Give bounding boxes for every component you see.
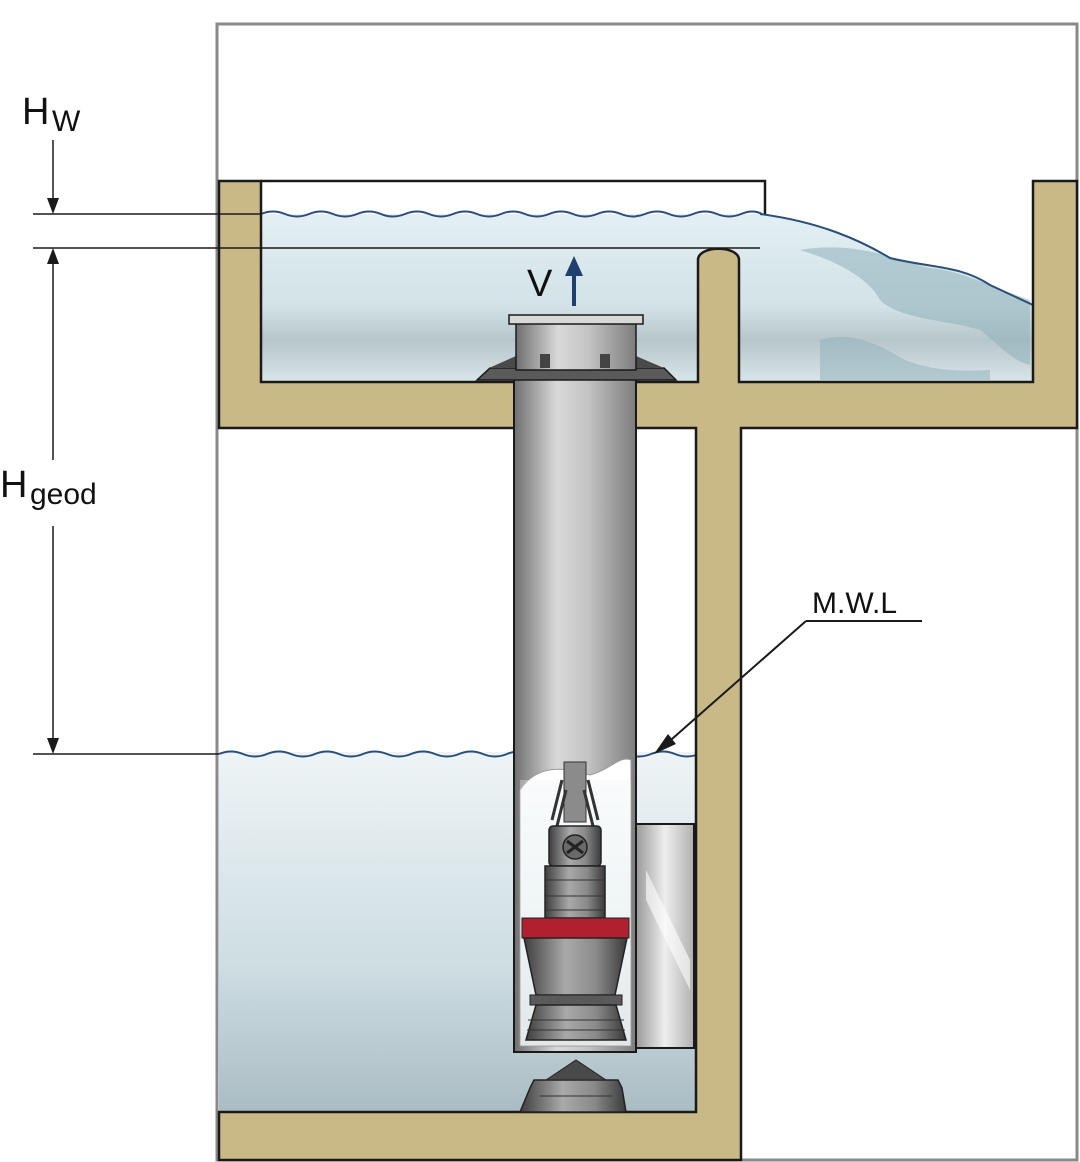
overflow-surface-line xyxy=(759,213,1034,306)
gusset-left xyxy=(489,356,516,368)
upper-water-surface xyxy=(260,210,763,218)
mwl-leader-line xyxy=(663,620,807,747)
gusset-right xyxy=(636,356,664,368)
concrete-structure xyxy=(217,179,1079,1162)
hw-arrow-head xyxy=(47,198,59,214)
upper-water-turbulence-2 xyxy=(820,336,990,380)
pump-red-band xyxy=(521,917,630,939)
inlet-box-reflection xyxy=(646,870,690,990)
upper-water-turbulence xyxy=(800,247,1030,365)
impeller-icon xyxy=(518,1059,627,1113)
hgeod-arrow-head-top xyxy=(47,248,59,264)
hgeod-arrow-head-bottom xyxy=(47,738,59,754)
up-arrow-icon xyxy=(565,256,583,306)
hgeod-label-sub: geod xyxy=(30,478,97,511)
flange-rib-1 xyxy=(540,354,550,368)
hw-label-sub: W xyxy=(52,105,81,138)
weir-plate-outline xyxy=(261,179,767,214)
flange-body xyxy=(515,321,637,371)
mwl-leader-arrow xyxy=(654,734,676,754)
mwl-label: M.W.L xyxy=(812,587,897,620)
hgeod-label-main: H xyxy=(0,464,27,506)
hw-label-main: H xyxy=(22,91,49,133)
flange-rib-2 xyxy=(600,354,610,368)
flange-rim xyxy=(508,314,644,325)
velocity-label: V xyxy=(527,263,553,305)
submersible-pump-icon xyxy=(521,761,630,1041)
